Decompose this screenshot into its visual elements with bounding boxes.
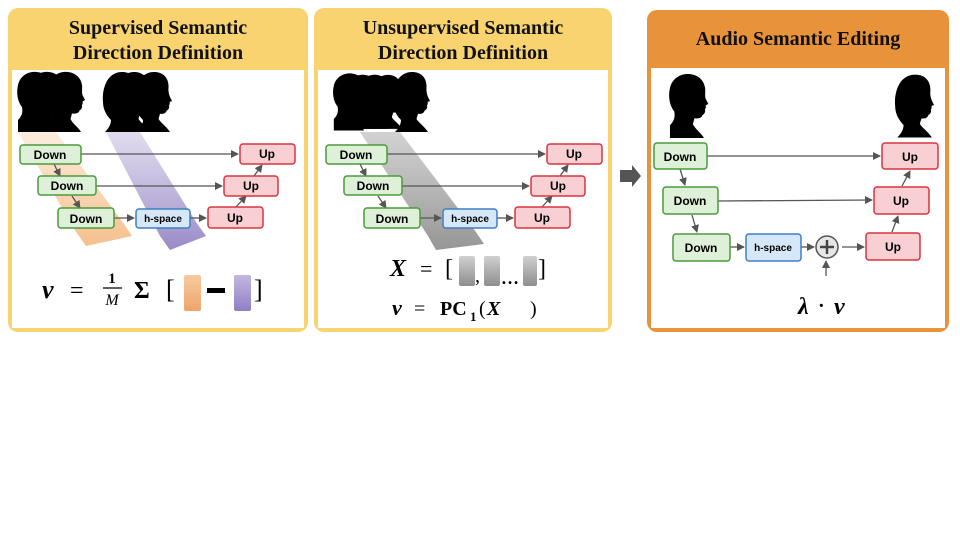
unsupervised-faces xyxy=(333,72,430,132)
down-block: Down xyxy=(343,175,403,196)
svg-text:PC: PC xyxy=(440,298,467,320)
h-space-label: h-space xyxy=(754,243,792,254)
unsupervised-formula: X = [ , … ] v = PC 1 ( X ) xyxy=(389,256,546,324)
up-label: Up xyxy=(566,147,582,161)
svg-text:=: = xyxy=(414,298,425,320)
svg-text:v: v xyxy=(42,275,54,304)
svg-text:=: = xyxy=(420,256,432,281)
editing-panel: Audio Semantic Editing xyxy=(647,10,949,332)
unsupervised-arrows xyxy=(359,150,569,222)
svg-text:λ: λ xyxy=(797,294,809,320)
supervised-title-line2: Direction Definition xyxy=(72,42,244,64)
editing-title: Audio Semantic Editing xyxy=(695,28,901,50)
h-space-block: h-space xyxy=(135,208,191,229)
up-block: Up xyxy=(546,143,603,165)
svg-text:·: · xyxy=(818,295,825,317)
up-label: Up xyxy=(243,179,259,193)
svg-text:): ) xyxy=(530,298,537,320)
h-space-block: h-space xyxy=(745,233,802,262)
down-block: Down xyxy=(672,233,731,262)
supervised-blocks: Down Down Down h-space Up Up Up xyxy=(19,143,296,229)
svg-text:[: [ xyxy=(166,275,175,304)
h-space-label: h-space xyxy=(144,214,182,225)
down-block: Down xyxy=(653,142,708,170)
svg-text:…: … xyxy=(501,268,519,288)
female-silhouette-icon xyxy=(894,74,934,138)
up-label: Up xyxy=(534,211,550,225)
h-space-label: h-space xyxy=(451,214,489,225)
up-block: Up xyxy=(873,186,930,215)
up-block: Up xyxy=(514,206,571,229)
down-block: Down xyxy=(662,186,719,215)
down-block: Down xyxy=(325,144,388,165)
h-space-block: h-space xyxy=(442,208,498,229)
up-block: Up xyxy=(865,232,921,261)
svg-text:[: [ xyxy=(445,256,453,282)
svg-text:X: X xyxy=(389,256,407,282)
gray-feature-bar xyxy=(523,256,537,286)
up-block: Up xyxy=(207,206,264,229)
up-block: Up xyxy=(881,142,939,170)
up-label: Up xyxy=(885,240,901,254)
down-label: Down xyxy=(34,148,67,162)
down-block: Down xyxy=(363,207,421,229)
up-label: Up xyxy=(259,147,275,161)
unsupervised-title-line1: Unsupervised Semantic xyxy=(362,17,564,39)
male-silhouette-icon xyxy=(669,73,709,138)
svg-text:X: X xyxy=(486,298,501,320)
svg-text:v: v xyxy=(392,295,402,320)
next-step-arrow-icon xyxy=(620,165,641,187)
svg-text:=: = xyxy=(70,278,84,304)
supervised-faces xyxy=(17,71,172,132)
svg-text:,: , xyxy=(475,265,480,287)
editing-arrows xyxy=(679,152,911,276)
up-label: Up xyxy=(227,211,243,225)
up-block: Up xyxy=(223,175,279,197)
female-silhouette-icon xyxy=(392,72,430,132)
svg-text:M: M xyxy=(104,292,120,309)
unsupervised-blocks: Down Down Down h-space Up Up Up xyxy=(325,143,603,229)
svg-text:]: ] xyxy=(538,256,546,282)
down-block: Down xyxy=(19,144,82,165)
editing-blocks: Down Down Down h-space Up Up Up xyxy=(653,142,939,262)
down-block: Down xyxy=(57,207,115,229)
svg-text:]: ] xyxy=(254,275,263,304)
male-silhouette-icon xyxy=(48,71,85,132)
down-label: Down xyxy=(376,212,409,226)
svg-text:v: v xyxy=(834,294,845,320)
supervised-formula: v = 1 M Σ [ ] xyxy=(42,271,263,311)
up-block: Up xyxy=(239,143,296,165)
down-label: Down xyxy=(685,241,718,255)
svg-text:(: ( xyxy=(479,298,486,320)
orange-mean-bar xyxy=(184,275,201,311)
down-label: Down xyxy=(674,194,707,208)
gray-feature-bar xyxy=(484,256,500,286)
gray-feature-bar xyxy=(459,256,475,286)
unsupervised-title-line2: Direction Definition xyxy=(377,42,549,64)
up-label: Up xyxy=(902,150,918,164)
purple-mean-bar xyxy=(234,275,251,311)
up-block: Up xyxy=(530,175,586,197)
up-label: Up xyxy=(893,194,909,208)
down-label: Down xyxy=(340,148,373,162)
down-label: Down xyxy=(357,179,390,193)
supervised-arrows xyxy=(53,150,263,222)
down-label: Down xyxy=(51,179,84,193)
minus-sign xyxy=(207,288,225,293)
down-block: Down xyxy=(37,175,97,196)
down-label: Down xyxy=(664,150,697,164)
editing-formula: λ · v xyxy=(797,294,845,320)
down-label: Down xyxy=(70,212,103,226)
add-operator-icon xyxy=(815,235,839,259)
supervised-title-line1: Supervised Semantic xyxy=(68,17,248,39)
up-label: Up xyxy=(550,179,566,193)
svg-text:1: 1 xyxy=(470,309,477,324)
svg-text:Σ: Σ xyxy=(134,278,150,304)
svg-text:1: 1 xyxy=(108,271,116,287)
